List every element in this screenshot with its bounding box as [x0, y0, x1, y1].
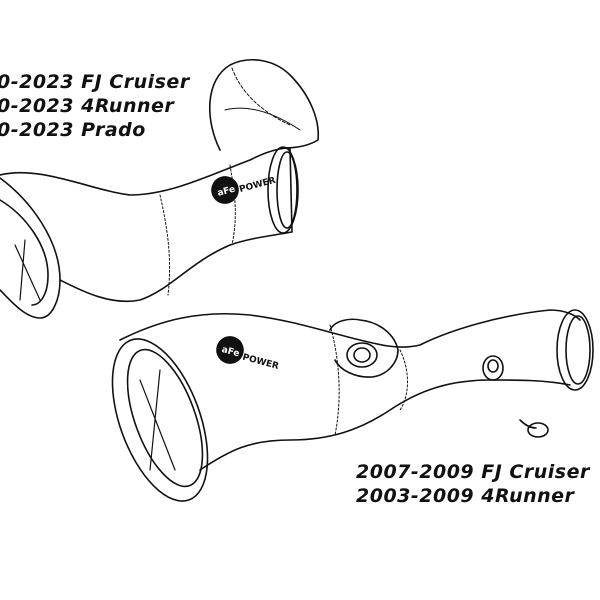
fitment-line: 0-2023 FJ Cruiser: [0, 71, 190, 93]
brand-logo-lower: aFe POWER: [216, 336, 280, 372]
lower-intake-tube: [111, 309, 594, 502]
upper-intake-tube: [0, 59, 320, 319]
fitment-line: 0-2023 4Runner: [0, 95, 175, 117]
svg-text:aFe: aFe: [216, 185, 236, 199]
fitment-line: 0-2023 Prado: [0, 119, 146, 141]
fitment-line: 2003-2009 4Runner: [356, 485, 575, 507]
fitment-list-legacy: 2007-2009 FJ Cruiser 2003-2009 4Runner: [356, 460, 590, 508]
svg-text:POWER: POWER: [238, 176, 277, 195]
fitment-list-current: 0-2023 FJ Cruiser 0-2023 4Runner 0-2023 …: [0, 70, 190, 142]
svg-text:POWER: POWER: [241, 353, 280, 372]
svg-text:aFe: aFe: [220, 345, 240, 359]
fitment-line: 2007-2009 FJ Cruiser: [356, 461, 590, 483]
